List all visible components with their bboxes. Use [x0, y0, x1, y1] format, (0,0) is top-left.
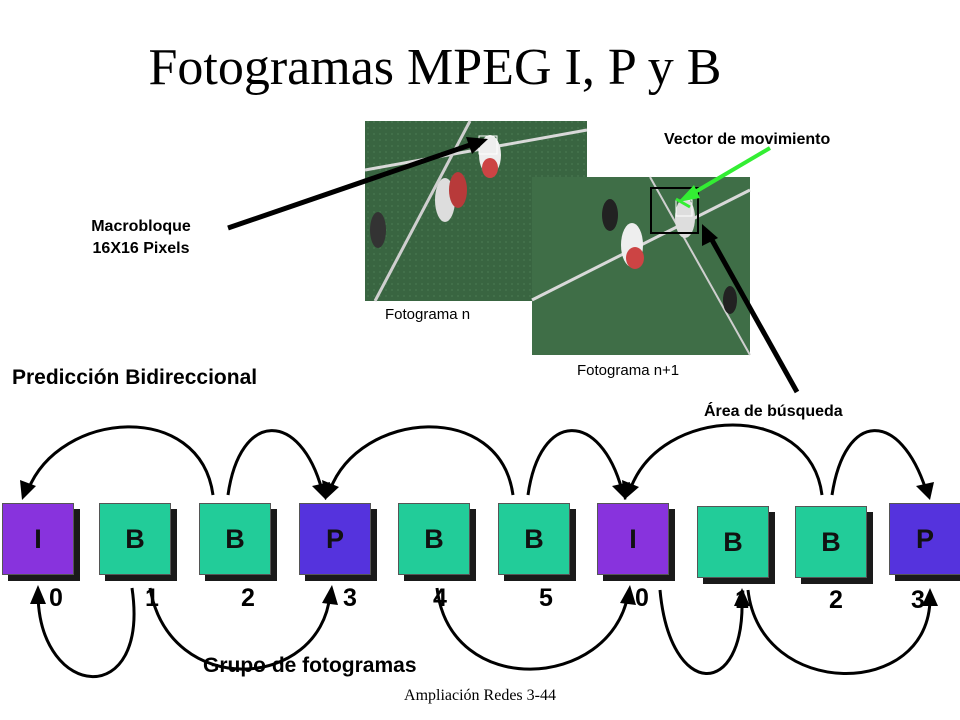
- frame-box-p: P: [889, 503, 960, 581]
- frame-n1-image: [531, 176, 751, 356]
- frame-box-i: I: [597, 503, 675, 581]
- frame-type-label: B: [795, 506, 867, 578]
- frame-box-b: B: [199, 503, 277, 581]
- macroblock-label-line2: 16X16 Pixels: [92, 240, 190, 257]
- frame-type-label: B: [99, 503, 171, 575]
- frame-box-b: B: [498, 503, 576, 581]
- frame-index: 3: [343, 584, 357, 612]
- search-area-label: Área de búsqueda: [704, 403, 843, 420]
- frame-n1-label: Fotograma n+1: [577, 362, 680, 379]
- macroblock-pointer: [227, 142, 471, 231]
- frame-type-label: I: [597, 503, 669, 575]
- frame-index: 5: [539, 584, 553, 612]
- frame-type-label: B: [398, 503, 470, 575]
- footer: Ampliación Redes 3-44: [404, 687, 556, 704]
- frame-index: 0: [635, 584, 649, 612]
- frame-index: 2: [829, 586, 843, 614]
- frame-index: 2: [241, 584, 255, 612]
- macroblock-label-line1: Macrobloque: [91, 218, 191, 235]
- frame-box-b: B: [398, 503, 476, 581]
- frame-index: 3: [911, 586, 925, 614]
- motion-vector-pointer: [688, 146, 772, 197]
- frame-type-label: B: [199, 503, 271, 575]
- frame-box-i: I: [2, 503, 80, 581]
- frame-box-b: B: [99, 503, 177, 581]
- page-title: Fotogramas MPEG I, P y B: [148, 39, 722, 96]
- frame-index: 4: [433, 584, 447, 612]
- frame-box-b: B: [697, 506, 775, 584]
- frame-type-label: P: [299, 503, 371, 575]
- search-area-pointer: [709, 238, 800, 394]
- group-arcs: [36, 587, 932, 678]
- frame-box-b: B: [795, 506, 873, 584]
- frame-index: 1: [735, 586, 749, 614]
- frame-n-label: Fotograma n: [385, 306, 471, 323]
- macroblock-label: Macrobloque 16X16 Pixels: [56, 216, 226, 260]
- frame-index: 1: [145, 584, 159, 612]
- search-area-box: [650, 187, 699, 234]
- frame-index: 0: [49, 584, 63, 612]
- frame-type-label: I: [2, 503, 74, 575]
- bidirectional-arcs: [26, 423, 928, 496]
- frame-type-label: B: [498, 503, 570, 575]
- frame-type-label: B: [697, 506, 769, 578]
- frame-box-p: P: [299, 503, 377, 581]
- bidirectional-label: Predicción Bidireccional: [12, 366, 258, 389]
- motion-vector-label: Vector de movimiento: [664, 131, 831, 148]
- frame-type-label: P: [889, 503, 960, 575]
- gop-label: Grupo de fotogramas: [203, 654, 417, 677]
